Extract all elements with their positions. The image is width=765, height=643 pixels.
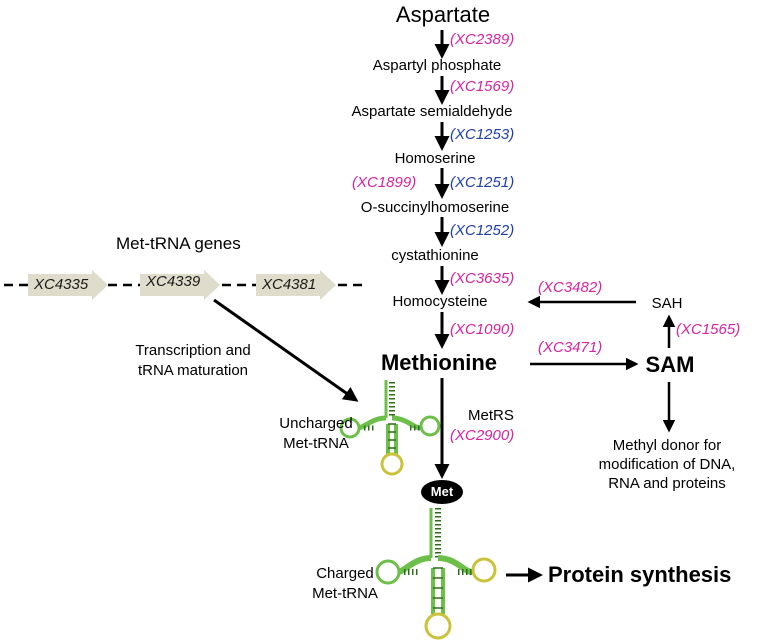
metrs-label: MetRS — [468, 407, 514, 424]
gene-arrow-xc4381 — [256, 270, 336, 300]
gene-xc1251: (XC1251) — [450, 174, 515, 191]
gene-xc3471: (XC3471) — [538, 339, 603, 356]
gene-xc4381-label: XC4381 — [262, 276, 317, 293]
gene-xc4335-label: XC4335 — [34, 276, 89, 293]
sah-label: SAH — [651, 295, 683, 312]
gene-xc2389: (XC2389) — [450, 31, 515, 48]
charged-label-line-1: Charged — [316, 565, 374, 582]
gene-xc1899: (XC1899) — [352, 174, 417, 191]
gene-xc1090: (XC1090) — [450, 321, 515, 338]
cystathionine-label: cystathionine — [391, 247, 479, 264]
gene-xc1569: (XC1569) — [450, 78, 515, 95]
gene-xc1253: (XC1253) — [450, 126, 515, 143]
gene-xc4339-label: XC4339 — [146, 273, 201, 290]
charged-label-line-2: Met-tRNA — [312, 585, 378, 602]
transcription-line-2: tRNA maturation — [137, 362, 249, 379]
aspartate-semialdehyde-label: Aspartate semialdehyde — [351, 103, 513, 120]
gene-arrow-xc4335 — [28, 270, 108, 300]
transcription-line-1: Transcription and — [135, 342, 251, 359]
met-trna-genes-title: Met-tRNA genes — [116, 234, 241, 253]
aspartate-label: Aspartate — [395, 2, 491, 27]
gene-xc3482: (XC3482) — [538, 279, 603, 296]
methyl-donor-line-3: RNA and proteins — [608, 475, 726, 492]
met-amino-acid-tag: Met — [421, 480, 463, 504]
charged-trna-icon — [375, 508, 497, 640]
protein-synthesis-label: Protein synthesis — [548, 562, 732, 587]
uncharged-label-line-2: Met-tRNA — [283, 435, 349, 452]
methyl-donor-line-1: Methyl donor for — [612, 437, 722, 454]
aspartyl-phosphate-label: Aspartyl phosphate — [372, 57, 502, 74]
homoserine-label: Homoserine — [394, 150, 476, 167]
gene-arrow-xc4339 — [140, 270, 220, 300]
sam-label: SAM — [645, 352, 695, 377]
gene-xc1252: (XC1252) — [450, 222, 515, 239]
o-succinylhomoserine-label: O-succinylhomoserine — [360, 199, 510, 216]
uncharged-label-line-1: Uncharged — [279, 415, 353, 432]
gene-xc1565: (XC1565) — [676, 321, 741, 338]
methionine-label: Methionine — [380, 350, 498, 375]
methyl-donor-line-2: modification of DNA, — [598, 456, 736, 473]
gene-xc2900: (XC2900) — [450, 427, 515, 444]
gene-xc3635: (XC3635) — [450, 270, 515, 287]
arrow-transcription — [213, 298, 359, 402]
uncharged-trna-icon — [339, 380, 441, 476]
homocysteine-label: Homocysteine — [392, 293, 488, 310]
